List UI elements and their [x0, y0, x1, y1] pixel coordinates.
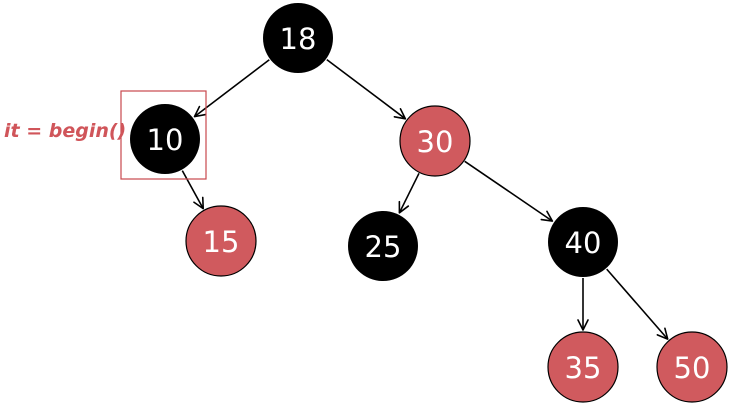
tree-node-18: 18 [263, 3, 333, 73]
node-value-label: 50 [674, 351, 711, 385]
nodes-layer: 18 10 30 15 25 40 35 50 [130, 3, 728, 403]
red-node-circle [656, 331, 728, 403]
red-node-circle [399, 105, 471, 177]
iterator-label: it = begin() [4, 120, 126, 142]
tree-node-50: 50 [656, 331, 728, 403]
edge-arrow-10-15 [181, 170, 204, 210]
tree-node-10: 10 [130, 104, 200, 174]
black-node-circle [348, 211, 418, 281]
edge-arrow-18-30 [326, 58, 407, 120]
red-node-circle [547, 331, 619, 403]
node-value-label: 35 [565, 351, 602, 385]
tree-node-35: 35 [547, 331, 619, 403]
node-value-label: 30 [417, 125, 454, 159]
tree-node-30: 30 [399, 105, 471, 177]
edge-arrow-18-10 [193, 59, 270, 118]
node-value-label: 40 [565, 226, 602, 260]
black-node-circle [548, 207, 618, 277]
edges-layer [181, 58, 669, 340]
node-value-label: 25 [365, 230, 402, 264]
edge-arrow-30-25 [398, 172, 420, 214]
node-value-label: 10 [147, 123, 184, 157]
tree-node-15: 15 [185, 205, 257, 277]
black-node-circle [263, 3, 333, 73]
red-node-circle [185, 205, 257, 277]
black-node-circle [130, 104, 200, 174]
edge-arrow-40-50 [606, 268, 669, 340]
tree-node-25: 25 [348, 211, 418, 281]
tree-node-40: 40 [548, 207, 618, 277]
node-value-label: 18 [280, 22, 317, 56]
node-value-label: 15 [203, 225, 240, 259]
iterator-highlight-box [120, 90, 207, 180]
edge-arrow-30-40 [464, 160, 554, 222]
